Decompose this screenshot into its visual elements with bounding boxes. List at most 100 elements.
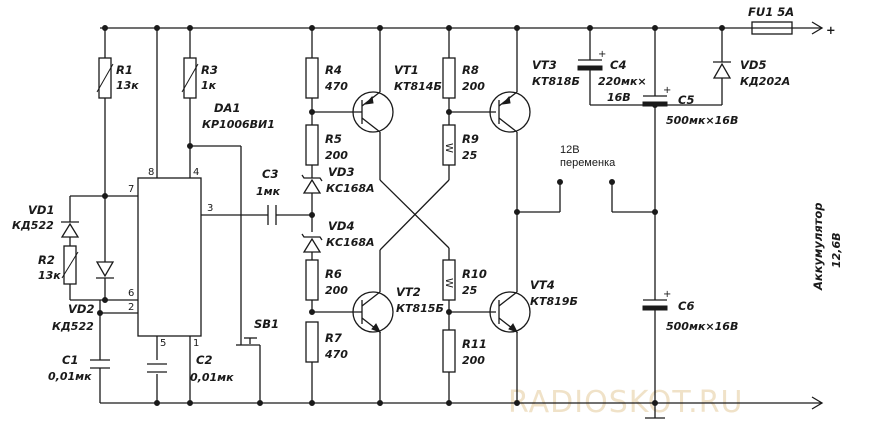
value-c3: 1мк	[256, 185, 281, 198]
resistor-r8	[442, 57, 456, 99]
label-r6: R6	[325, 267, 342, 281]
value-c2: 0,01мк	[190, 371, 234, 384]
svg-text:5: 5	[160, 338, 166, 349]
svg-text:W: W	[443, 143, 454, 153]
label-r7: R7	[325, 331, 342, 345]
value-r10: 25	[462, 284, 478, 297]
svg-text:+: +	[598, 49, 606, 60]
resistor-r10	[442, 259, 456, 301]
wiring	[69, 21, 824, 419]
label-c1: C1	[62, 353, 78, 367]
svg-text:+: +	[663, 85, 671, 96]
value-vd1: КД522	[12, 219, 54, 232]
value-r4: 470	[324, 80, 348, 93]
value-vt1: КТ814Б	[394, 80, 442, 93]
diode-vd3	[302, 178, 322, 194]
label-r2: R2	[38, 253, 55, 267]
svg-text:4: 4	[193, 167, 199, 178]
svg-text:7: 7	[128, 184, 134, 195]
value-vd5: КД202А	[740, 75, 790, 88]
diode-vd1	[60, 222, 80, 238]
label-vt1: VT1	[394, 63, 419, 77]
value-r8: 200	[462, 80, 485, 93]
label-r3: R3	[201, 63, 218, 77]
label-r11: R11	[462, 337, 487, 351]
switch-sb1[interactable]	[236, 337, 260, 346]
label-vt3: VT3	[532, 58, 557, 72]
label-c6: C6	[678, 299, 694, 313]
resistor-r7	[305, 321, 319, 363]
value-c5: 500мк×16В	[666, 114, 738, 127]
labels: R1 13к R3 1к DA1 КР1006ВИ1 8 4 7 3 6 2 5…	[12, 5, 843, 384]
value-da1: КР1006ВИ1	[202, 118, 275, 131]
label-fu1: FU1 5А	[748, 5, 794, 19]
transistor-vt2	[352, 291, 394, 333]
resistor-r4	[305, 57, 319, 99]
label-sb1: SB1	[254, 317, 279, 331]
value-c6: 500мк×16В	[666, 320, 738, 333]
diodes	[60, 56, 732, 284]
label-vt2: VT2	[396, 285, 421, 299]
value-r5: 200	[325, 149, 348, 162]
value-vd3: КС168А	[326, 182, 375, 195]
value-vt2: КТ815Б	[396, 302, 444, 315]
label-r8: R8	[462, 63, 479, 77]
label-r1: R1	[116, 63, 133, 77]
svg-text:6: 6	[128, 288, 134, 299]
label-r5: R5	[325, 132, 342, 146]
diode-vd4	[302, 237, 322, 253]
value-vd4: КС168А	[326, 236, 375, 249]
value-r2: 13к	[38, 269, 61, 282]
transistor-vt4	[489, 291, 531, 333]
transistor-vt3	[489, 91, 531, 133]
battery-value: 12,6В	[830, 232, 843, 268]
resistor-r3	[183, 57, 197, 99]
resistor-r1	[98, 57, 112, 99]
label-r9: R9	[462, 132, 479, 146]
battery-label: Аккумулятор	[811, 202, 825, 291]
value-r7: 470	[324, 348, 348, 361]
label-c4: C4	[610, 58, 626, 72]
value-vd2: КД522	[52, 320, 94, 333]
value-vt3: КТ818Б	[532, 75, 580, 88]
svg-text:8: 8	[148, 167, 154, 178]
resistor-r6	[305, 259, 319, 301]
label-c3: C3	[262, 167, 278, 181]
label-vd5: VD5	[740, 58, 766, 72]
svg-text:1: 1	[193, 338, 199, 349]
value-r11: 200	[462, 354, 485, 367]
junctions	[97, 25, 725, 406]
value2-c4: 16В	[607, 91, 631, 104]
note-12v: 12В	[560, 144, 580, 156]
value-c4: 220мк×	[598, 75, 647, 88]
value-c1: 0,01мк	[48, 370, 92, 383]
diode-vd5	[712, 62, 732, 79]
label-vt4: VT4	[530, 278, 555, 292]
value-r6: 200	[325, 284, 348, 297]
transistor-vt1	[352, 91, 394, 133]
value-r3: 1к	[201, 79, 217, 92]
label-c2: C2	[196, 353, 212, 367]
label-vd3: VD3	[328, 165, 354, 179]
transistors	[352, 91, 531, 333]
value-r9: 25	[462, 149, 478, 162]
label-vd4: VD4	[328, 219, 354, 233]
label-da1: DA1	[214, 101, 240, 115]
diode-vd2	[95, 261, 115, 278]
svg-text:+: +	[663, 289, 671, 300]
svg-text:W: W	[443, 278, 454, 288]
svg-text:2: 2	[128, 302, 134, 313]
svg-text:3: 3	[207, 203, 213, 214]
resistors: W W	[61, 57, 456, 373]
label-vd2: VD2	[68, 302, 94, 316]
note-ac: переменка	[560, 157, 616, 169]
ic-da1	[137, 177, 202, 337]
terminal-plus-top: +	[826, 23, 836, 37]
label-c5: C5	[678, 93, 694, 107]
capacitors: + + +	[90, 49, 671, 392]
value-r1: 13к	[116, 79, 139, 92]
resistor-r9	[442, 124, 456, 166]
label-vd1: VD1	[28, 203, 54, 217]
label-r4: R4	[325, 63, 342, 77]
